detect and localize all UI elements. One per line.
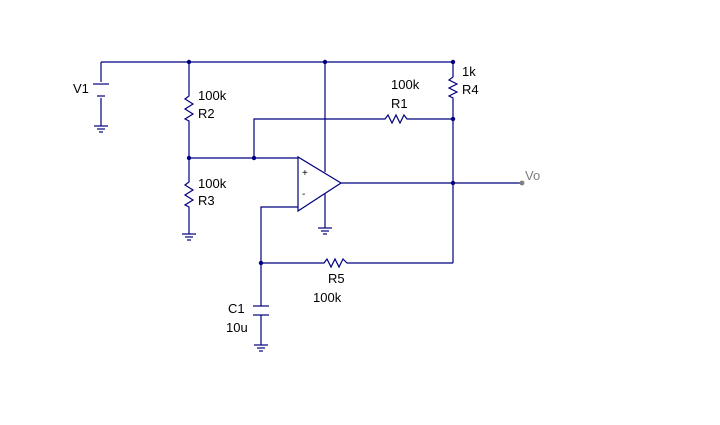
r4-value-label: 1k bbox=[462, 64, 476, 79]
opamp-minus-sign: - bbox=[302, 189, 305, 200]
opamp-triangle bbox=[297, 155, 343, 213]
r2-ref-label: R2 bbox=[198, 106, 215, 121]
c1-value-label: 10u bbox=[226, 320, 248, 335]
opamp-plus-sign: + bbox=[302, 168, 308, 179]
output-label: Vo bbox=[525, 168, 540, 183]
junction-dot bbox=[258, 260, 264, 266]
junction-dot bbox=[251, 155, 257, 161]
output-terminal[interactable] bbox=[519, 180, 525, 186]
r2-resistor[interactable] bbox=[183, 90, 195, 126]
wires bbox=[100, 61, 522, 345]
r4-resistor[interactable] bbox=[447, 73, 459, 100]
r3-ref-label: R3 bbox=[198, 193, 215, 208]
r3-value-label: 100k bbox=[198, 176, 227, 191]
r1-ref-label: R1 bbox=[391, 96, 408, 111]
r1-resistor[interactable] bbox=[380, 113, 410, 125]
ground-icon-opamp bbox=[318, 227, 332, 235]
c1-ref-label: C1 bbox=[228, 301, 245, 316]
junction-dot bbox=[450, 180, 456, 186]
inv-input-wire bbox=[260, 206, 298, 263]
junction-dot bbox=[450, 59, 456, 65]
junction-dot bbox=[186, 59, 192, 65]
ground-icon-c1 bbox=[254, 344, 268, 352]
junction-dot bbox=[450, 116, 456, 122]
junction-dot bbox=[186, 155, 192, 161]
v1-ref-label: V1 bbox=[73, 81, 89, 96]
r5-resistor[interactable] bbox=[318, 257, 353, 269]
v1-battery[interactable] bbox=[93, 83, 109, 97]
r5-value-label: 100k bbox=[313, 290, 342, 305]
r1-value-label: 100k bbox=[391, 77, 420, 92]
ground-icon-v1 bbox=[94, 125, 108, 133]
opamp[interactable] bbox=[297, 155, 343, 213]
r5-ref-label: R5 bbox=[328, 271, 345, 286]
r1-left-wire bbox=[253, 118, 380, 158]
r3-resistor[interactable] bbox=[183, 176, 195, 212]
junction-dot bbox=[322, 59, 328, 65]
c1-capacitor[interactable] bbox=[253, 305, 269, 316]
junctions bbox=[186, 59, 456, 266]
r4-ref-label: R4 bbox=[462, 82, 479, 97]
ground-icon-r3 bbox=[182, 233, 196, 241]
r2-value-label: 100k bbox=[198, 88, 227, 103]
